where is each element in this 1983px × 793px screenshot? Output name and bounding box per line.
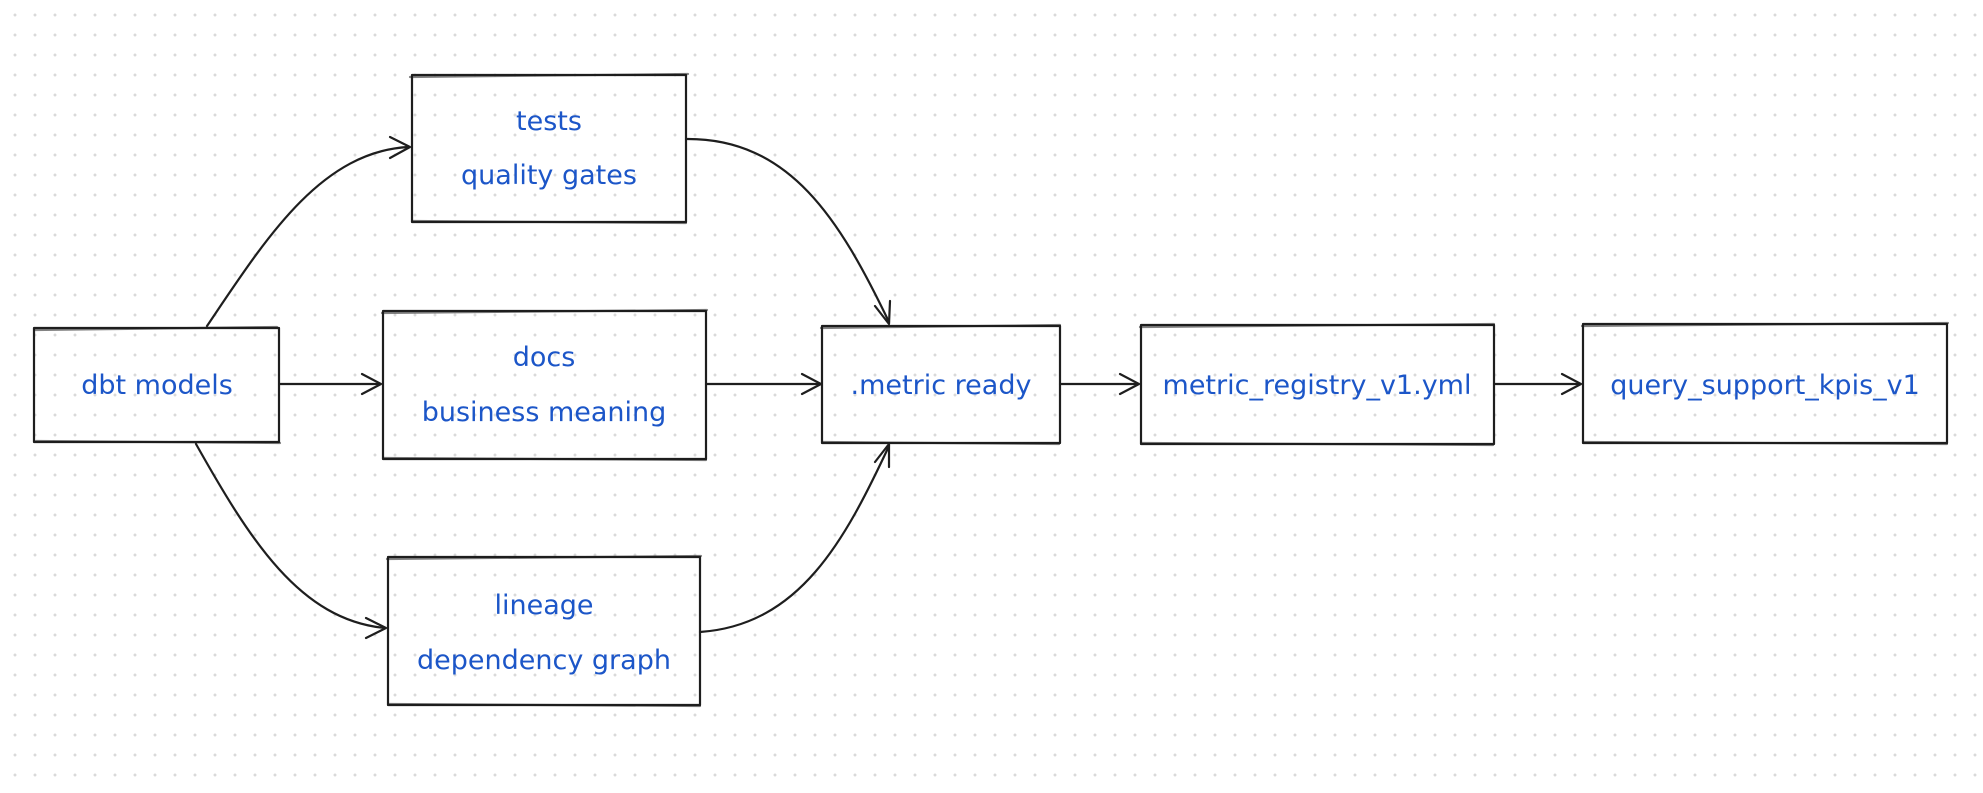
edge-lineage-to-metric-ready	[698, 442, 891, 634]
node-dbt-models[interactable]: dbt models	[32, 325, 282, 445]
node-query-support[interactable]: query_support_kpis_v1	[1580, 321, 1950, 446]
node-docs-title: docs	[513, 342, 576, 373]
node-metric-ready-label: .metric ready	[851, 370, 1032, 401]
edge-docs-to-metric-ready	[704, 372, 823, 396]
node-lineage[interactable]: lineage dependency graph	[385, 554, 703, 708]
node-docs-box	[381, 309, 708, 461]
node-query-support-label: query_support_kpis_v1	[1610, 370, 1920, 401]
node-tests-subtitle: quality gates	[461, 160, 637, 191]
node-dbt-models-label: dbt models	[81, 370, 233, 401]
edge-metric-ready-to-registry	[1058, 372, 1141, 396]
node-tests-box	[410, 73, 688, 224]
node-docs-subtitle: business meaning	[422, 397, 667, 428]
node-docs[interactable]: docs business meaning	[380, 308, 709, 462]
edge-tests-to-metric-ready	[684, 137, 892, 326]
node-lineage-box	[386, 555, 702, 707]
node-tests-title: tests	[516, 106, 582, 137]
edge-dbt-models-to-tests	[205, 135, 412, 328]
node-metric-registry-label: metric_registry_v1.yml	[1163, 370, 1472, 401]
node-tests[interactable]: tests quality gates	[408, 72, 690, 225]
node-lineage-subtitle: dependency graph	[417, 645, 671, 676]
edge-registry-to-query-support	[1492, 372, 1583, 396]
edge-dbt-models-to-lineage	[194, 442, 388, 640]
node-metric-registry[interactable]: metric_registry_v1.yml	[1138, 322, 1496, 447]
edges	[194, 135, 1583, 640]
node-metric-ready[interactable]: .metric ready	[819, 323, 1062, 446]
edge-dbt-models-to-docs	[278, 372, 383, 396]
node-lineage-title: lineage	[494, 590, 593, 621]
